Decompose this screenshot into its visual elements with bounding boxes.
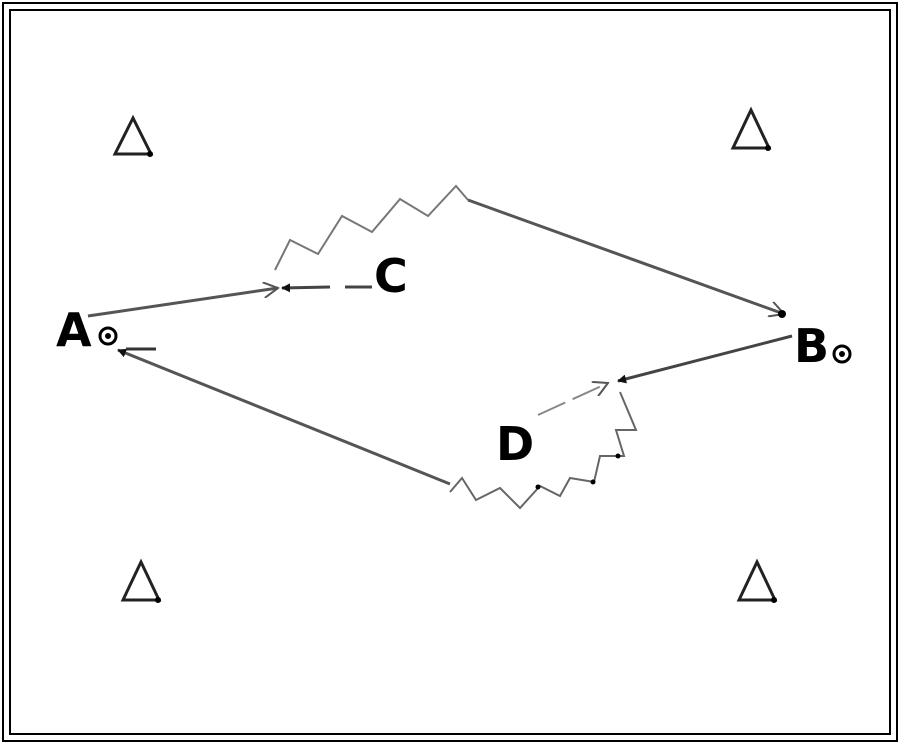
label-b: B <box>794 319 829 373</box>
player-a-marker-icon <box>98 326 118 346</box>
label-d: D <box>496 417 534 471</box>
pass-a-to-c <box>87 288 278 318</box>
dribble-c-up <box>274 184 469 271</box>
label-c: C <box>374 249 408 303</box>
dribble-d-down <box>449 391 638 510</box>
label-a: A <box>56 303 92 357</box>
pass-to-b <box>467 198 784 314</box>
run-c <box>281 283 331 293</box>
cone-bottom-right-icon <box>736 558 778 603</box>
cone-top-right-icon <box>730 106 772 151</box>
pass-to-a <box>117 348 451 486</box>
inner-border <box>9 9 891 735</box>
pass-b-to-d <box>617 334 793 384</box>
run-d <box>537 383 608 416</box>
cone-top-left-icon <box>112 114 154 157</box>
cone-bottom-left-icon <box>120 558 162 603</box>
point-b-dot <box>778 310 786 318</box>
player-b-marker-icon <box>832 344 852 364</box>
